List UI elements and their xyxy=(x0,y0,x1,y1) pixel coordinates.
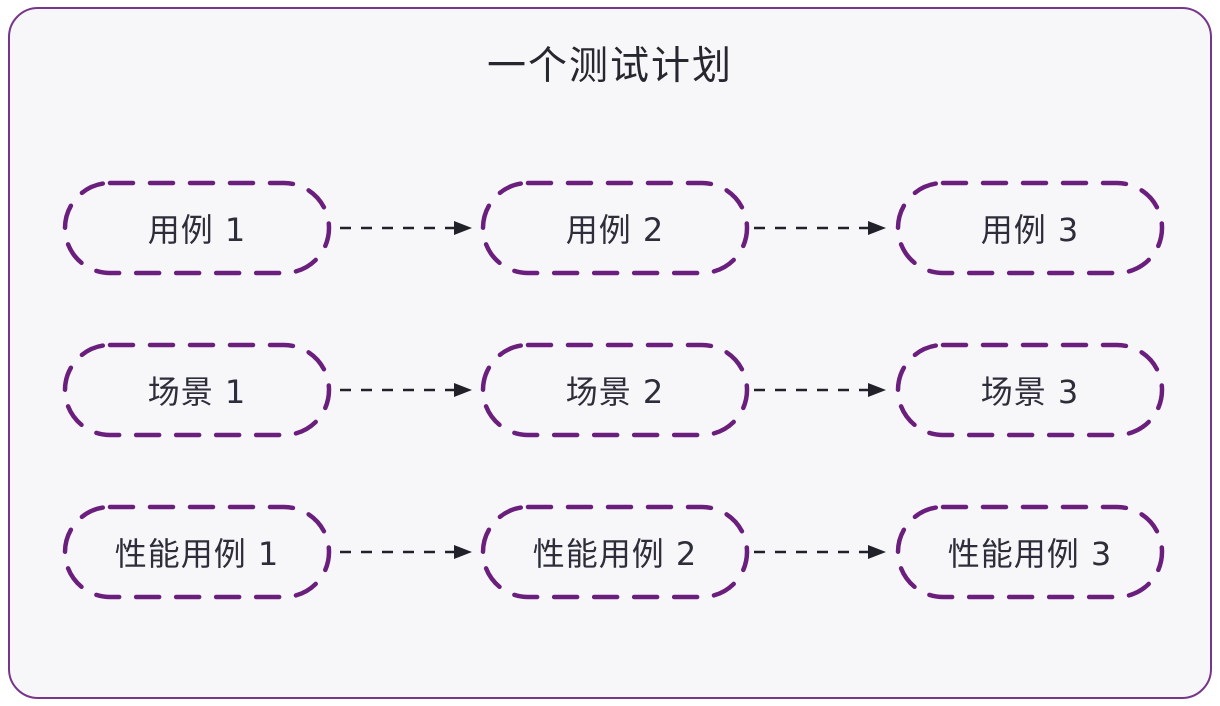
node-label: 用例 3 xyxy=(980,211,1080,249)
node-perf-usecase-3: 性能用例 3 xyxy=(895,504,1165,600)
node-usecase-2: 用例 2 xyxy=(480,180,750,276)
dashed-arrow-icon xyxy=(340,545,472,559)
dashed-arrow-icon xyxy=(754,545,886,559)
dashed-stadium-outline xyxy=(480,180,750,276)
diagram-title: 一个测试计划 xyxy=(486,44,733,89)
dashed-stadium-outline xyxy=(895,504,1165,600)
dashed-stadium-outline xyxy=(62,342,332,438)
node-scene-2: 场景 2 xyxy=(480,342,750,438)
node-label: 场景 1 xyxy=(147,373,247,411)
node-label: 用例 1 xyxy=(147,211,247,249)
node-usecase-3: 用例 3 xyxy=(895,180,1165,276)
dashed-stadium-outline xyxy=(480,504,750,600)
node-label: 性能用例 2 xyxy=(532,535,698,573)
dashed-arrow-icon xyxy=(754,383,886,397)
node-perf-usecase-2: 性能用例 2 xyxy=(480,504,750,600)
node-label: 场景 3 xyxy=(980,373,1080,411)
node-usecase-1: 用例 1 xyxy=(62,180,332,276)
node-scene-3: 场景 3 xyxy=(895,342,1165,438)
dashed-arrow-icon xyxy=(340,383,472,397)
dashed-arrow-icon xyxy=(754,221,886,235)
dashed-stadium-outline xyxy=(62,180,332,276)
dashed-stadium-outline xyxy=(895,180,1165,276)
node-label: 场景 2 xyxy=(565,373,665,411)
dashed-stadium-outline xyxy=(62,504,332,600)
node-label: 性能用例 1 xyxy=(114,535,280,573)
dashed-stadium-outline xyxy=(895,342,1165,438)
node-scene-1: 场景 1 xyxy=(62,342,332,438)
dashed-arrow-icon xyxy=(340,221,472,235)
dashed-stadium-outline xyxy=(480,342,750,438)
node-label: 性能用例 3 xyxy=(947,535,1113,573)
node-label: 用例 2 xyxy=(565,211,665,249)
diagram-frame xyxy=(8,7,1212,699)
node-perf-usecase-1: 性能用例 1 xyxy=(62,504,332,600)
